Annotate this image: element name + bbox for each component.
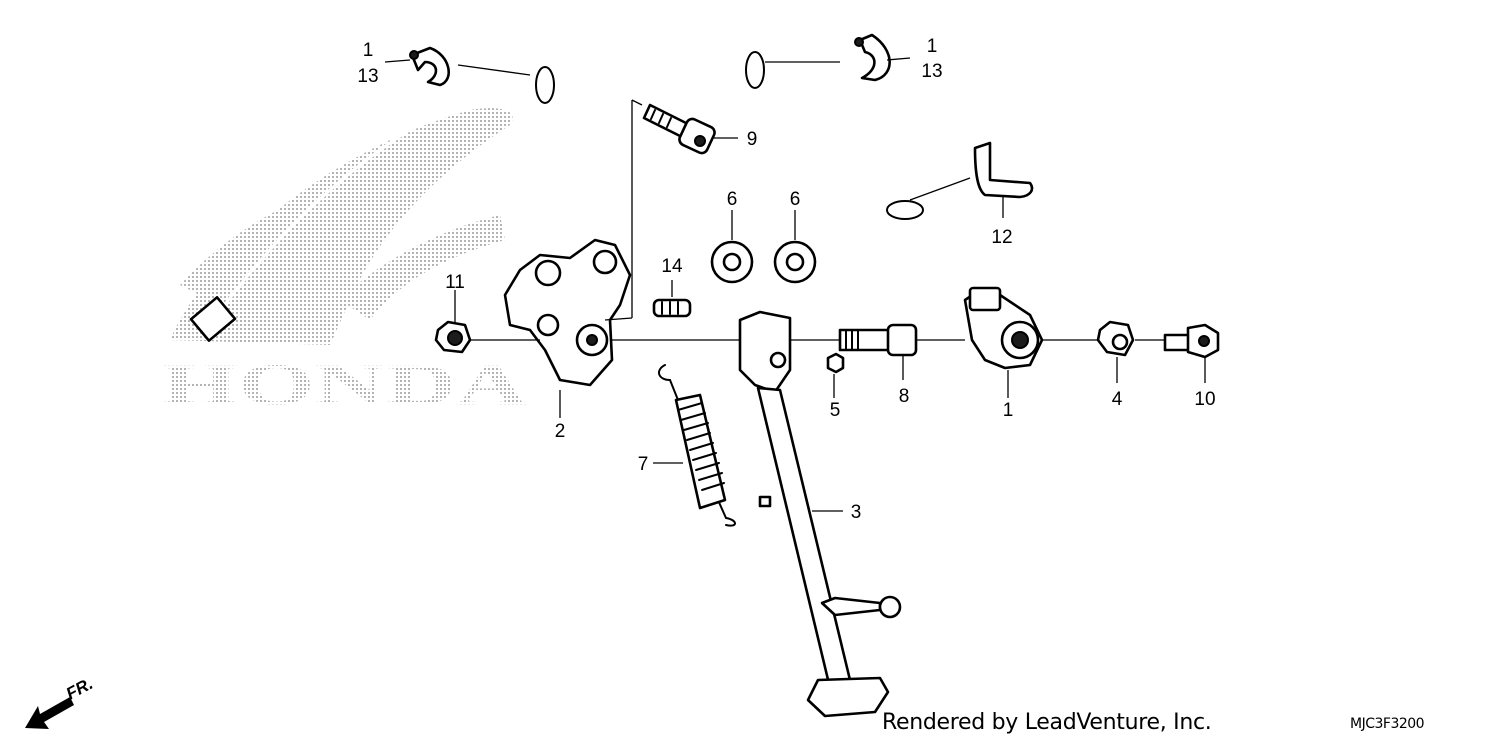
wire-connector <box>189 296 237 342</box>
clamp-bracket-12 <box>973 141 1034 199</box>
callout-1-right: 1 <box>927 36 938 57</box>
honda-watermark-text: HONDA <box>162 352 527 417</box>
front-arrow-icon <box>25 697 74 729</box>
callout-14: 14 <box>661 256 683 277</box>
spring-7 <box>658 364 736 527</box>
callout-9: 9 <box>747 129 758 150</box>
wire-clip-left <box>409 46 450 87</box>
callout-1-left: 1 <box>363 40 374 61</box>
collar-14 <box>652 298 692 318</box>
callout-13-right: 13 <box>921 61 942 82</box>
diagram-code: MJC3F3200 <box>1350 716 1425 732</box>
callout-3: 3 <box>851 502 862 523</box>
collar-4 <box>1096 320 1135 357</box>
callout-6-left: 6 <box>727 189 738 210</box>
callout-2: 2 <box>555 421 566 442</box>
callout-7: 7 <box>638 454 649 475</box>
callout-13-left: 13 <box>357 66 378 87</box>
callout-8: 8 <box>899 386 910 407</box>
bolt-10 <box>1163 323 1220 359</box>
callout-10: 10 <box>1194 389 1215 410</box>
callout-4: 4 <box>1112 389 1123 410</box>
washer-6-right <box>773 240 817 284</box>
nut-5 <box>826 352 845 374</box>
bolt-9 <box>642 103 716 155</box>
side-stand-bracket-2 <box>503 238 632 387</box>
nut-11 <box>434 320 472 354</box>
side-stand-3 <box>738 310 902 718</box>
callout-5: 5 <box>830 400 841 421</box>
callout-11: 11 <box>445 272 465 293</box>
side-stand-switch-1 <box>963 286 1044 370</box>
callout-6-right: 6 <box>790 189 801 210</box>
callout-1-switch: 1 <box>1003 400 1014 421</box>
switch-wire-harness <box>189 51 976 342</box>
render-credit: Rendered by LeadVenture, Inc. <box>882 710 1212 735</box>
honda-wing-watermark: HONDA <box>162 108 527 417</box>
bolt-8 <box>838 323 918 357</box>
leader-lines <box>384 57 1206 512</box>
wire-clip-right <box>854 33 891 82</box>
callout-labels: 1 13 1 13 9 6 6 12 14 11 2 5 8 1 4 10 7 … <box>357 36 1215 523</box>
washer-6-left <box>710 240 754 284</box>
callout-12: 12 <box>991 227 1012 248</box>
front-direction-indicator: FR. <box>25 674 96 729</box>
